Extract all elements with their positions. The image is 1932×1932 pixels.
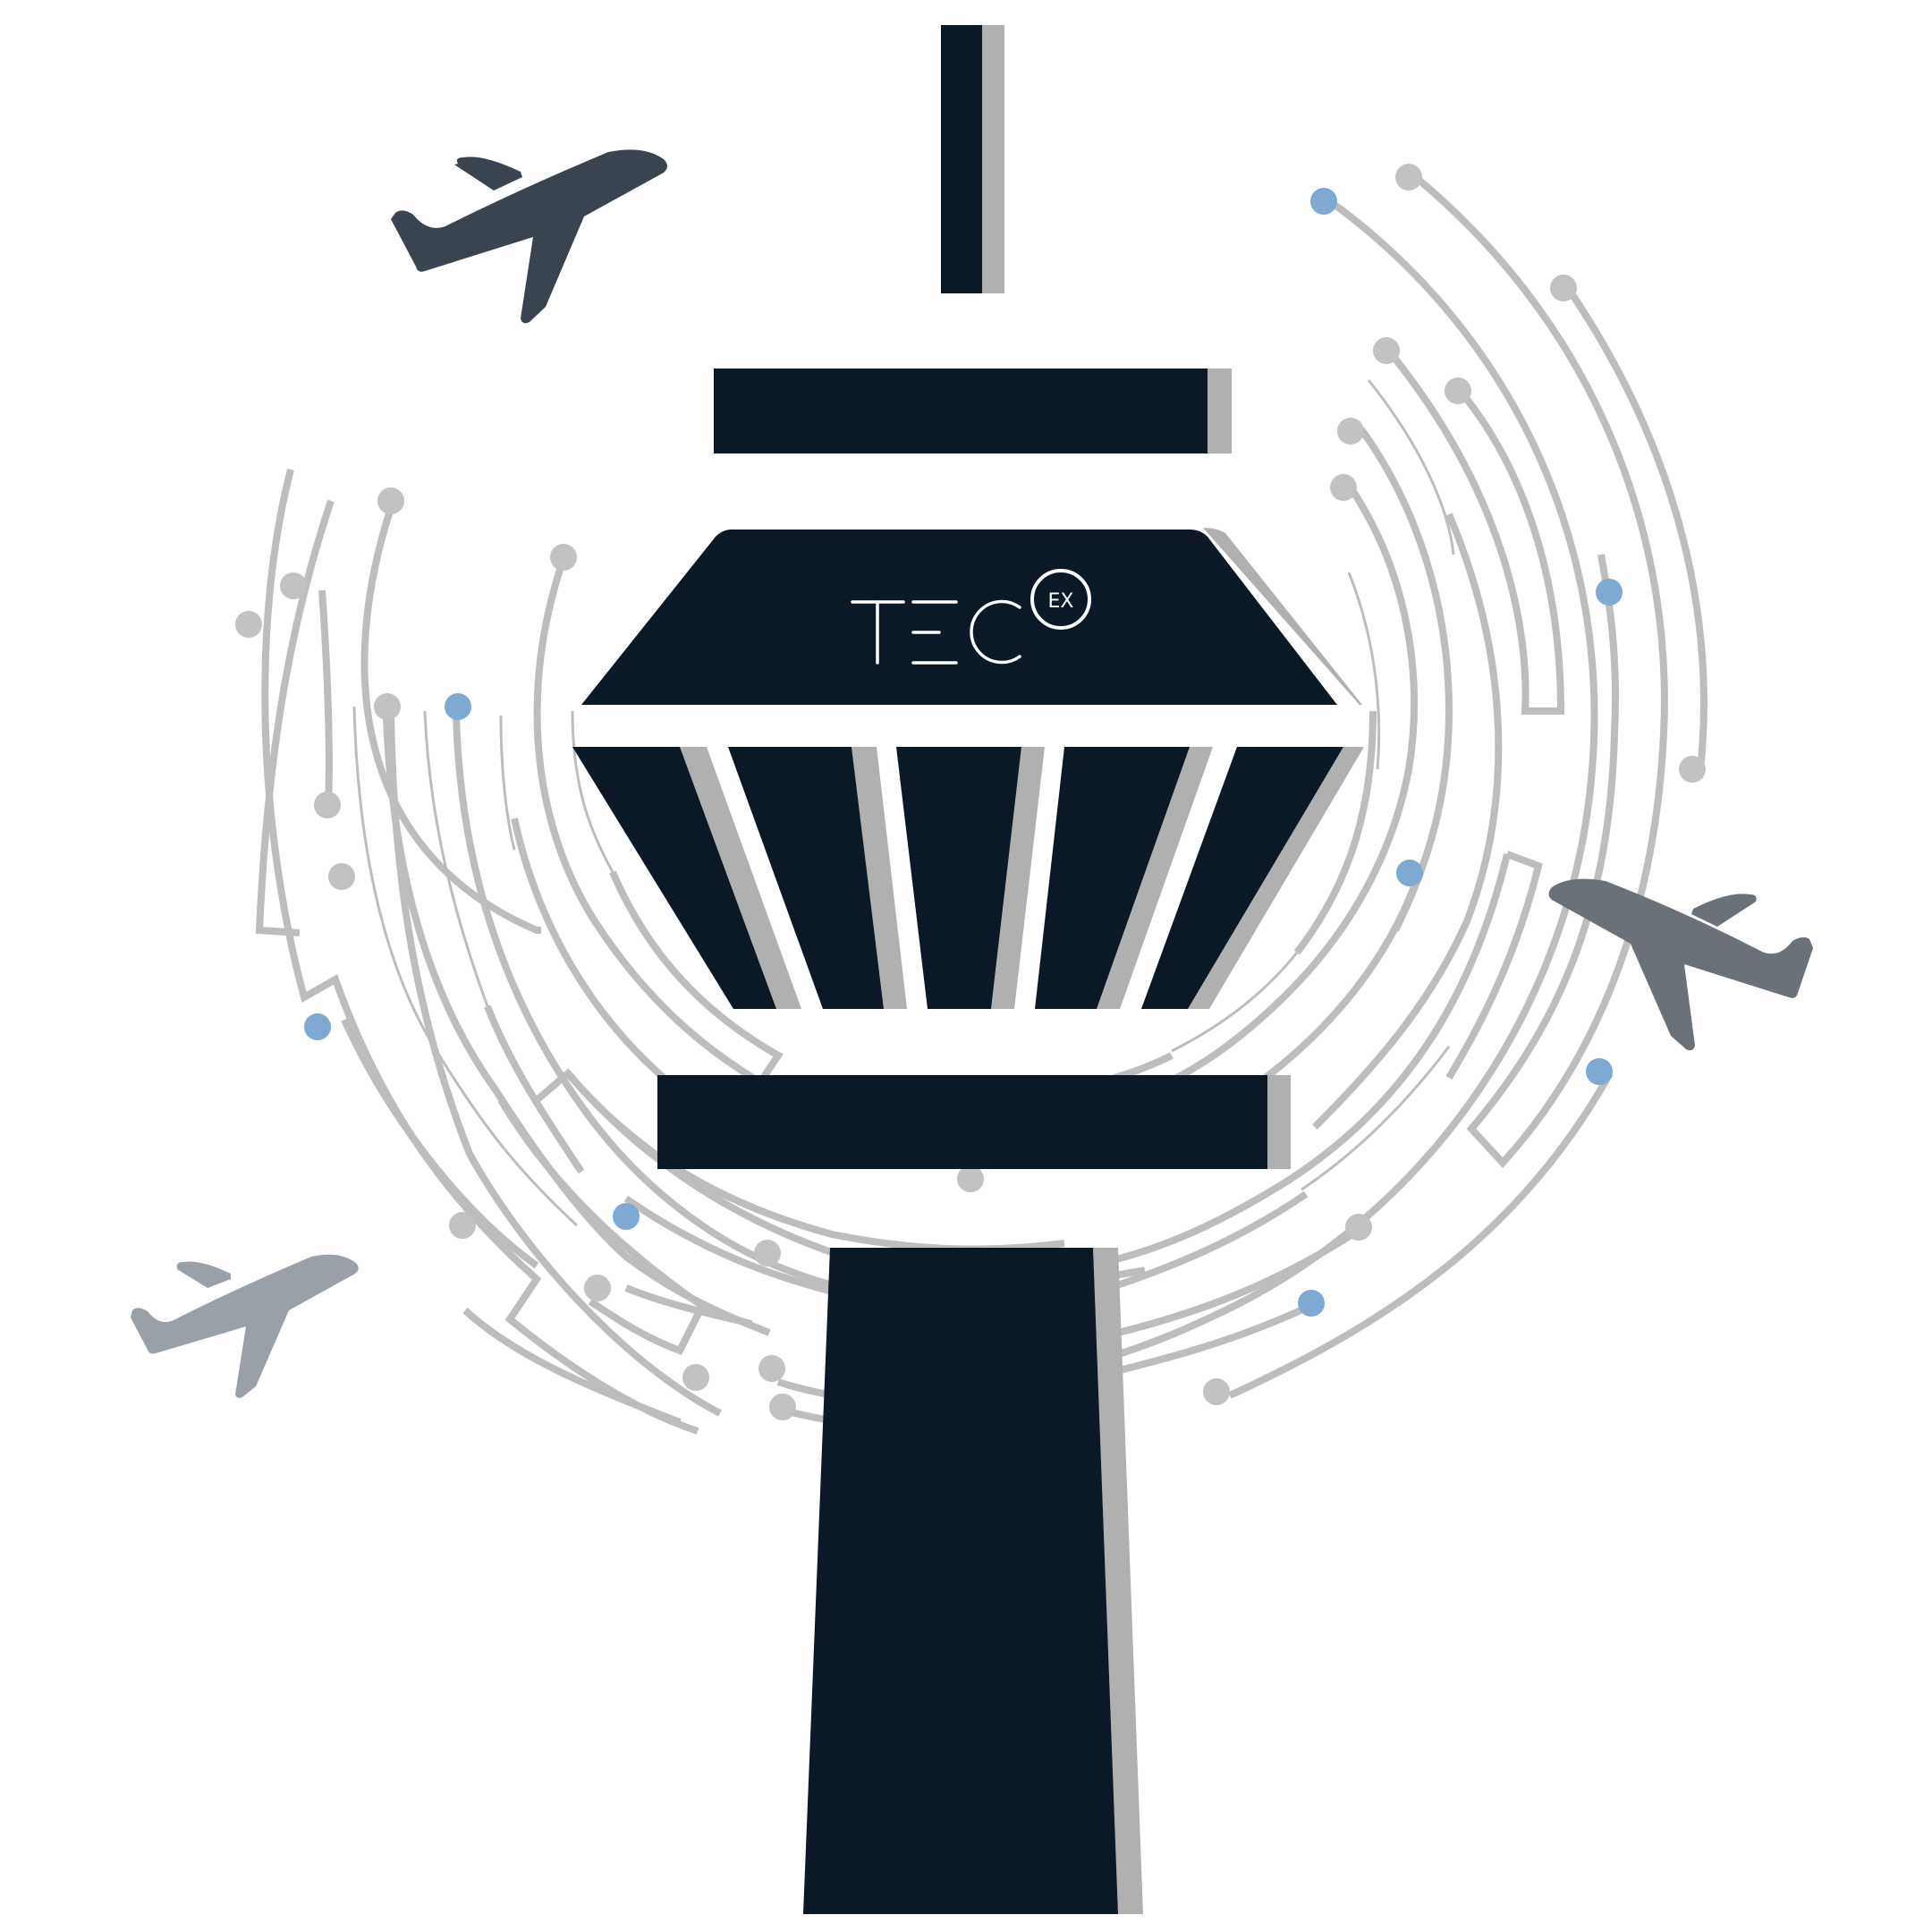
circuit-trace bbox=[1108, 853, 1511, 1265]
logo-badge-text: EX bbox=[1048, 590, 1074, 613]
circuit-trace bbox=[352, 706, 579, 1227]
circuit-node-icon bbox=[314, 792, 341, 818]
circuit-node-icon bbox=[1330, 474, 1357, 501]
circuit-trace bbox=[1228, 1072, 1614, 1399]
circuit-node-icon bbox=[754, 1240, 781, 1267]
window bbox=[1141, 747, 1343, 1009]
circuit-trace bbox=[1312, 513, 1503, 1130]
circuit-node-icon bbox=[235, 611, 262, 638]
circuit-node-icon bbox=[1586, 1058, 1613, 1085]
circuit-nodes bbox=[235, 164, 1706, 1420]
circuit-node-icon bbox=[584, 1275, 611, 1301]
airplane-icon bbox=[391, 149, 667, 324]
circuit-trace bbox=[1108, 1302, 1312, 1377]
antenna bbox=[941, 25, 982, 293]
circuit-trace bbox=[1171, 952, 1299, 1053]
circuit-node-icon bbox=[1345, 1214, 1372, 1241]
cab-roof-shadow bbox=[1203, 528, 1362, 705]
circuit-node-icon bbox=[550, 544, 577, 571]
circuit-node-icon bbox=[613, 1203, 640, 1230]
trunk bbox=[803, 1248, 1118, 1914]
circuit-trace bbox=[571, 710, 614, 873]
circuit-trace bbox=[341, 1018, 539, 1269]
circuit-trace bbox=[1347, 572, 1381, 770]
base-bar-shadow bbox=[1266, 1075, 1291, 1169]
circuit-trace bbox=[1445, 851, 1543, 1080]
circuit-node-icon bbox=[682, 1364, 709, 1391]
circuit-trace bbox=[1107, 1191, 1309, 1292]
window bbox=[1035, 747, 1190, 1009]
circuit-trace bbox=[1387, 351, 1565, 715]
circuit-node-icon bbox=[374, 693, 401, 720]
circuit-trace bbox=[1063, 198, 1598, 1372]
circuit-node-icon bbox=[1596, 579, 1623, 606]
circuit-node-icon bbox=[1396, 860, 1423, 886]
circuit-node-icon bbox=[377, 487, 404, 514]
circuit-node-icon bbox=[1373, 337, 1400, 364]
circuit-trace bbox=[533, 557, 763, 1086]
circuit-node-icon bbox=[1310, 188, 1337, 215]
logo-badge-ring bbox=[1030, 569, 1091, 630]
circuit-node-icon bbox=[957, 1165, 984, 1192]
circuit-node-icon bbox=[280, 572, 307, 599]
trunk-shadow bbox=[1093, 1248, 1143, 1914]
airplane-icon bbox=[131, 1254, 359, 1398]
circuit-trace bbox=[1566, 288, 1707, 779]
circuit-trace bbox=[318, 589, 333, 806]
roof-bar-shadow bbox=[1203, 369, 1232, 453]
circuit-node-icon bbox=[304, 1013, 331, 1040]
roof-bar bbox=[714, 369, 1208, 453]
circuit-node-icon bbox=[1550, 275, 1577, 301]
window-shadow bbox=[680, 747, 801, 1009]
circuit-node-icon bbox=[769, 1394, 796, 1420]
circuit-node-icon bbox=[1337, 418, 1364, 445]
circuit-trace bbox=[624, 1284, 752, 1327]
circuit-node-icon bbox=[1395, 164, 1422, 191]
circuit-node-icon bbox=[449, 1212, 476, 1239]
window-shadow bbox=[991, 747, 1045, 1009]
cab-roof bbox=[581, 530, 1337, 705]
base-bar bbox=[657, 1075, 1267, 1169]
circuit-node-icon bbox=[1203, 1378, 1230, 1405]
circuit-trace bbox=[609, 870, 784, 1085]
window-shadow bbox=[1097, 747, 1213, 1009]
circuit-trace bbox=[255, 499, 335, 936]
circuit-node-icon bbox=[1679, 756, 1706, 783]
circuit-trace bbox=[1293, 710, 1377, 955]
circuit-trace bbox=[497, 1097, 708, 1356]
window bbox=[896, 747, 1021, 1009]
circuit-trace bbox=[423, 710, 489, 1007]
circuit-node-icon bbox=[1445, 377, 1471, 404]
logo-letter-c bbox=[970, 599, 1021, 665]
window bbox=[572, 747, 776, 1009]
circuit-trace bbox=[453, 715, 891, 1301]
circuit-node-icon bbox=[1298, 1290, 1325, 1317]
circuit-trace bbox=[1415, 175, 1668, 1168]
logo bbox=[851, 569, 1091, 665]
window-shadow bbox=[1188, 747, 1364, 1009]
circuit-node-icon bbox=[758, 1355, 785, 1382]
circuit-node-icon bbox=[328, 863, 355, 890]
airplane-icon bbox=[1548, 878, 1813, 1051]
circuit-trace bbox=[1367, 379, 1455, 555]
circuit-trace bbox=[1117, 1226, 1362, 1336]
circuit-node-icon bbox=[445, 693, 471, 720]
window-shadow bbox=[852, 747, 907, 1009]
control-tower-icon bbox=[572, 25, 1364, 1914]
circuit-trace bbox=[1301, 1046, 1451, 1191]
circuit-trace bbox=[1148, 485, 1419, 1095]
circuit-trace bbox=[484, 1004, 585, 1174]
circuit-trace bbox=[462, 1308, 682, 1426]
window bbox=[728, 747, 884, 1009]
circuit-trace bbox=[499, 715, 516, 851]
antenna-shadow bbox=[981, 25, 1004, 293]
